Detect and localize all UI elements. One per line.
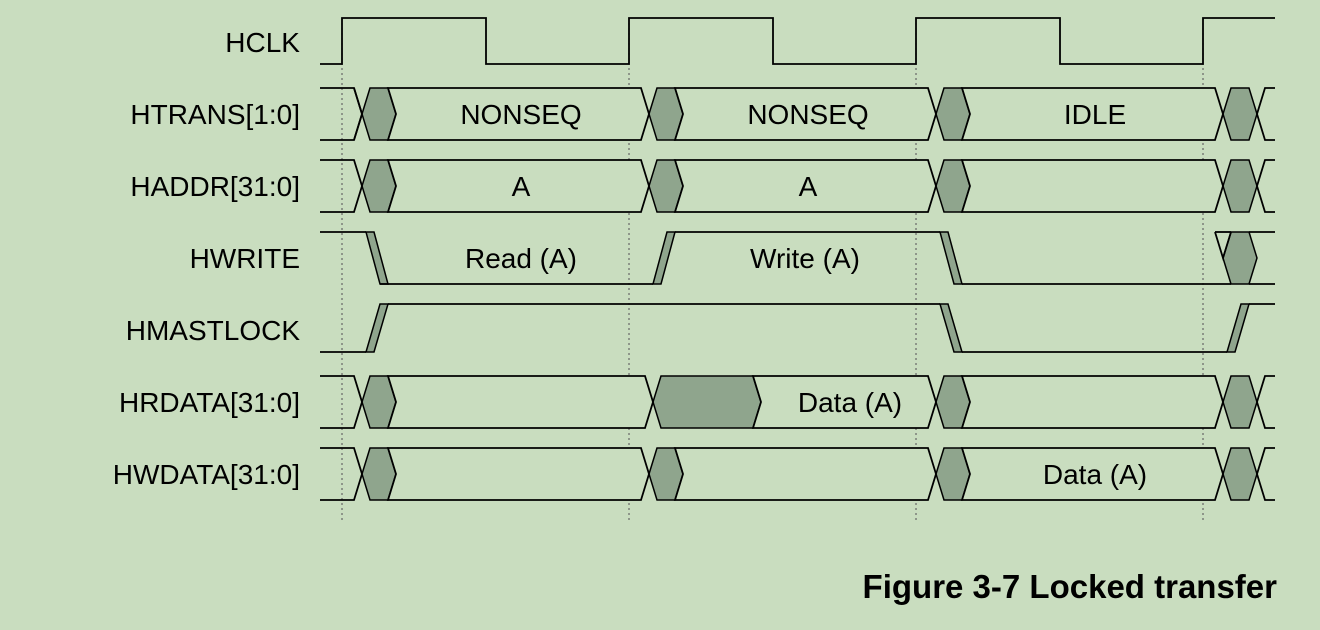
segment-labels: NONSEQ NONSEQ IDLE A A Read (A) Write (A…: [460, 99, 1147, 490]
hwrite-waveform: [320, 231, 1275, 285]
clock-edge-gridlines: [341, 18, 1204, 520]
figure-caption: Figure 3-7 Locked transfer: [863, 568, 1278, 605]
htrans-value-1: NONSEQ: [460, 99, 581, 130]
hclk-waveform: [320, 17, 1275, 65]
haddr-value-2: A: [799, 171, 818, 202]
hrdata-waveform: [320, 375, 1275, 429]
hwdata-value-3: Data (A): [1043, 459, 1147, 490]
signal-label-haddr: HADDR[31:0]: [130, 171, 300, 202]
hwrite-value-2: Write (A): [750, 243, 860, 274]
signal-label-hrdata: HRDATA[31:0]: [119, 387, 300, 418]
signal-label-hmastlock: HMASTLOCK: [126, 315, 301, 346]
htrans-waveform: [320, 87, 1275, 141]
hwrite-value-1: Read (A): [465, 243, 577, 274]
signal-label-htrans: HTRANS[1:0]: [130, 99, 300, 130]
htrans-value-2: NONSEQ: [747, 99, 868, 130]
htrans-value-3: IDLE: [1064, 99, 1126, 130]
signal-labels: HCLK HTRANS[1:0] HADDR[31:0] HWRITE HMAS…: [113, 27, 301, 490]
signal-label-hwdata: HWDATA[31:0]: [113, 459, 300, 490]
signal-label-hwrite: HWRITE: [190, 243, 300, 274]
hwdata-waveform: [320, 447, 1275, 501]
haddr-value-1: A: [512, 171, 531, 202]
signal-label-hclk: HCLK: [225, 27, 300, 58]
hrdata-value-2: Data (A): [798, 387, 902, 418]
haddr-waveform: [320, 159, 1275, 213]
hmastlock-waveform: [320, 303, 1275, 353]
